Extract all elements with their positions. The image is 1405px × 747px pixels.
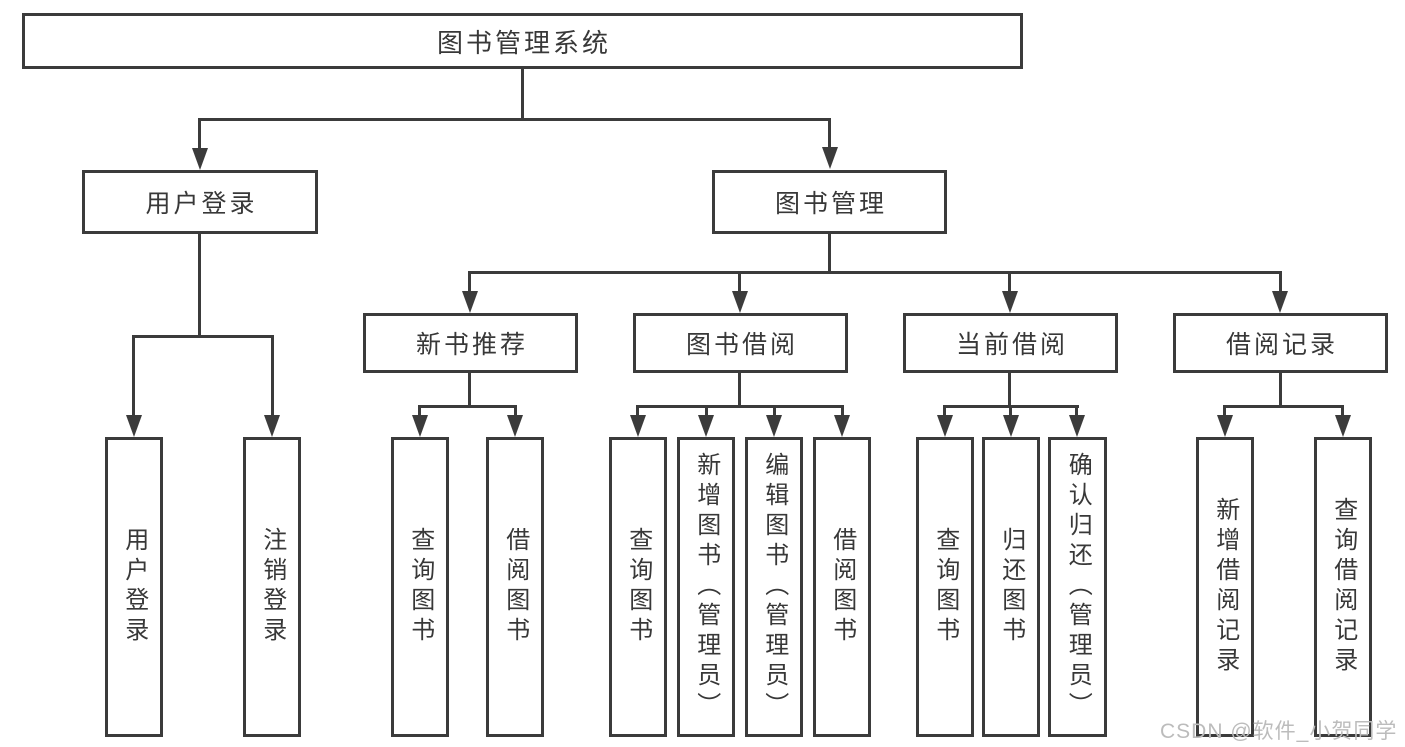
connector-stem-book-borrow bbox=[738, 373, 741, 408]
leaf-borrow-books: 借阅图书 bbox=[813, 437, 871, 737]
connector-drop-book-borrow bbox=[738, 273, 741, 291]
arrowhead-book-management bbox=[822, 147, 838, 169]
connector-drop bbox=[705, 407, 708, 415]
leaf-edit-book-admin-label: 编辑图书（管理员） bbox=[760, 452, 788, 722]
connector-bar-current-borrow bbox=[943, 405, 1079, 408]
leaf-add-borrow-record-label: 新增借阅记录 bbox=[1211, 497, 1239, 677]
arrowhead-borrow-records bbox=[1272, 291, 1288, 313]
connector-stem-root bbox=[521, 68, 524, 121]
connector-drop bbox=[418, 407, 421, 415]
arrowhead-leaf bbox=[630, 415, 646, 437]
connector-drop bbox=[1009, 407, 1012, 415]
connector-bar-book-borrow bbox=[636, 405, 844, 408]
arrowhead-leaf bbox=[1069, 415, 1085, 437]
node-borrow-records: 借阅记录 bbox=[1173, 313, 1388, 373]
connector-stem-new-book bbox=[468, 373, 471, 408]
leaf-borrow-books-recommend: 借阅图书 bbox=[486, 437, 544, 737]
leaf-borrow-books-label: 借阅图书 bbox=[828, 527, 856, 647]
leaf-logout-label: 注销登录 bbox=[258, 527, 286, 647]
node-new-book-recommend-label: 新书推荐 bbox=[415, 331, 528, 359]
node-book-management-label: 图书管理 bbox=[774, 190, 887, 218]
leaf-user-login: 用户登录 bbox=[105, 437, 163, 737]
connector-stem-borrow-records bbox=[1279, 373, 1282, 408]
connector-drop bbox=[1341, 407, 1344, 415]
connector-drop bbox=[841, 407, 844, 415]
arrowhead-leaf bbox=[507, 415, 523, 437]
connector-bar-new-book bbox=[418, 405, 517, 408]
leaf-confirm-return-admin: 确认归还（管理员） bbox=[1048, 437, 1107, 737]
leaf-query-books-current-label: 查询图书 bbox=[931, 527, 959, 647]
arrowhead-new-book bbox=[462, 291, 478, 313]
leaf-confirm-return-admin-label: 确认归还（管理员） bbox=[1064, 452, 1092, 722]
connector-drop bbox=[773, 407, 776, 415]
arrowhead-leaf bbox=[766, 415, 782, 437]
arrowhead-leaf-logout bbox=[264, 415, 280, 437]
connector-drop-new-book bbox=[468, 273, 471, 291]
node-user-login-label: 用户登录 bbox=[145, 190, 258, 218]
node-current-borrow: 当前借阅 bbox=[903, 313, 1118, 373]
connector-stem-book-management bbox=[828, 234, 831, 274]
leaf-borrow-books-recommend-label: 借阅图书 bbox=[501, 527, 529, 647]
node-library-system-label: 图书管理系统 bbox=[436, 27, 611, 58]
arrowhead-leaf bbox=[698, 415, 714, 437]
node-current-borrow-label: 当前借阅 bbox=[955, 331, 1068, 359]
node-new-book-recommend: 新书推荐 bbox=[363, 313, 578, 373]
leaf-query-borrow-record: 查询借阅记录 bbox=[1314, 437, 1372, 737]
leaf-query-books-current: 查询图书 bbox=[916, 437, 974, 737]
leaf-logout: 注销登录 bbox=[243, 437, 301, 737]
connector-drop-user-login bbox=[198, 120, 201, 148]
connector-drop bbox=[1075, 407, 1078, 415]
connector-drop bbox=[636, 407, 639, 415]
node-library-system: 图书管理系统 bbox=[22, 13, 1023, 69]
leaf-query-books-borrow-label: 查询图书 bbox=[624, 527, 652, 647]
connector-bar-level2 bbox=[198, 118, 831, 121]
node-book-management: 图书管理 bbox=[712, 170, 947, 234]
leaf-query-books-recommend-label: 查询图书 bbox=[406, 527, 434, 647]
arrowhead-leaf bbox=[834, 415, 850, 437]
arrowhead-current-borrow bbox=[1002, 291, 1018, 313]
connector-stem-current-borrow bbox=[1008, 373, 1011, 408]
connector-drop-book-management bbox=[828, 120, 831, 147]
csdn-watermark: CSDN @软件_小贺同学 bbox=[1160, 720, 1398, 743]
node-user-login: 用户登录 bbox=[82, 170, 318, 234]
leaf-return-book-label: 归还图书 bbox=[997, 527, 1025, 647]
arrowhead-leaf bbox=[937, 415, 953, 437]
leaf-user-login-label: 用户登录 bbox=[120, 527, 148, 647]
node-borrow-records-label: 借阅记录 bbox=[1225, 331, 1338, 359]
connector-bar-borrow-records bbox=[1223, 405, 1344, 408]
node-book-borrow-label: 图书借阅 bbox=[685, 331, 798, 359]
arrowhead-leaf bbox=[1217, 415, 1233, 437]
leaf-add-book-admin-label: 新增图书（管理员） bbox=[692, 452, 720, 722]
leaf-add-book-admin: 新增图书（管理员） bbox=[677, 437, 735, 737]
connector-drop-borrow-records bbox=[1279, 273, 1282, 291]
connector-bar-user-login bbox=[132, 335, 274, 338]
connector-drop bbox=[514, 407, 517, 415]
arrowhead-user-login bbox=[192, 148, 208, 170]
leaf-edit-book-admin: 编辑图书（管理员） bbox=[745, 437, 803, 737]
connector-drop-leaf-login bbox=[132, 337, 135, 415]
leaf-return-book: 归还图书 bbox=[982, 437, 1040, 737]
node-book-borrow: 图书借阅 bbox=[633, 313, 848, 373]
leaf-query-borrow-record-label: 查询借阅记录 bbox=[1329, 497, 1357, 677]
leaf-query-books-recommend: 查询图书 bbox=[391, 437, 449, 737]
arrowhead-leaf-login bbox=[126, 415, 142, 437]
arrowhead-book-borrow bbox=[732, 291, 748, 313]
connector-drop-current-borrow bbox=[1008, 273, 1011, 291]
connector-drop-leaf-logout bbox=[271, 337, 274, 415]
leaf-query-books-borrow: 查询图书 bbox=[609, 437, 667, 737]
connector-drop bbox=[943, 407, 946, 415]
leaf-add-borrow-record: 新增借阅记录 bbox=[1196, 437, 1254, 737]
connector-stem-user-login bbox=[198, 234, 201, 338]
connector-drop bbox=[1223, 407, 1226, 415]
arrowhead-leaf bbox=[1003, 415, 1019, 437]
arrowhead-leaf bbox=[412, 415, 428, 437]
arrowhead-leaf bbox=[1335, 415, 1351, 437]
connector-bar-level3 bbox=[468, 271, 1282, 274]
